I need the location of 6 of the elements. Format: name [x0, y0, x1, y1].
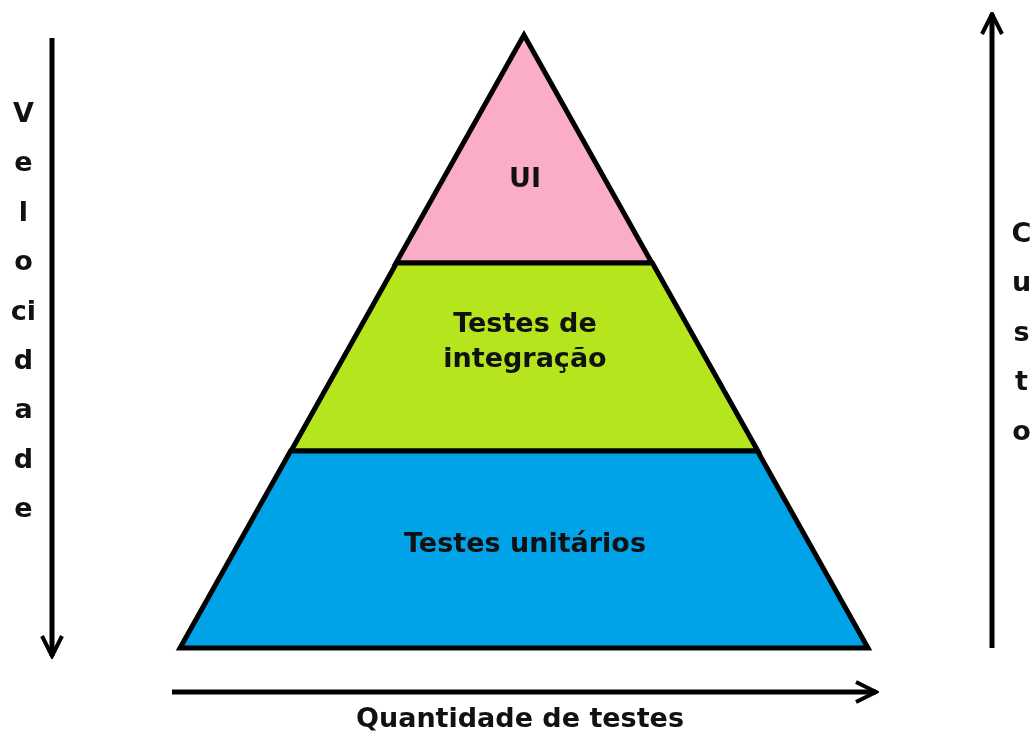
layer-label: Testes de integração: [442, 306, 608, 376]
axis-label: Velocidade: [10, 96, 37, 526]
layer-label: UI: [508, 161, 542, 195]
layer-label: Testes unitários: [403, 526, 647, 560]
axis-label: Custo: [1010, 216, 1033, 448]
axis-label: Quantidade de testes: [355, 702, 685, 733]
